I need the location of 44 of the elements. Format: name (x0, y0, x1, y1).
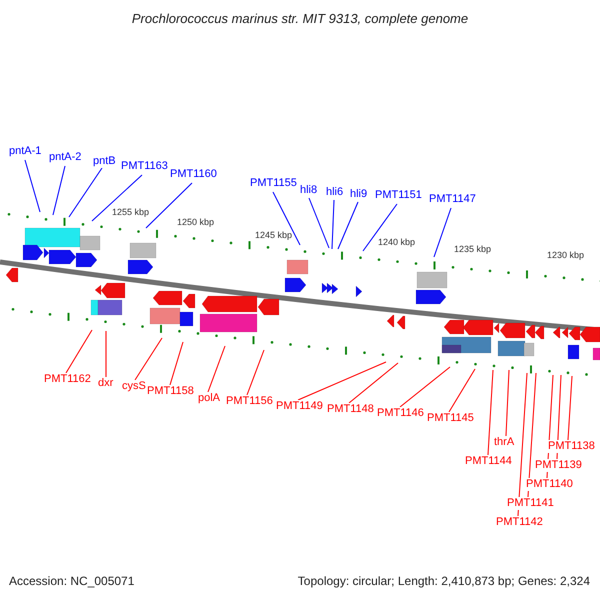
leader-line (170, 342, 184, 386)
leader-line (338, 202, 358, 250)
leader-line (146, 182, 192, 228)
gene-label: polA (198, 392, 220, 405)
leader-line (68, 168, 102, 218)
leader-line (528, 372, 536, 498)
leader-line (434, 208, 452, 258)
leader-line (362, 204, 398, 252)
gene-label: pntA-1 (9, 145, 42, 158)
gene-label: pntA-2 (49, 151, 82, 164)
gene-label: PMT1140 (526, 478, 573, 491)
leader-line (308, 198, 330, 248)
scale-label: 1245 kbp (255, 230, 292, 241)
leader-line (208, 346, 226, 392)
leader-line (488, 370, 494, 456)
leader-line (52, 166, 66, 216)
leader-line (568, 376, 572, 440)
genome-info-text: Topology: circular; Length: 2,410,873 bp; Genes: 2,324 (298, 574, 590, 588)
gene-label: PMT1139 (535, 459, 582, 472)
leader-line (66, 330, 92, 374)
scale-label: 1235 kbp (454, 244, 492, 255)
leader-line (556, 374, 562, 460)
leader-line (92, 174, 142, 222)
leader-line (272, 192, 300, 246)
gene-label: PMT1138 (548, 440, 595, 453)
scale-label: 1230 kbp (547, 250, 584, 261)
leader-line (246, 350, 264, 396)
scale-label: 1250 kbp (177, 217, 214, 228)
leader-line (134, 338, 162, 380)
leader-line (506, 370, 510, 436)
leader-line (298, 362, 386, 400)
leader-line (400, 366, 450, 408)
leader-line (332, 200, 334, 250)
diagram-title: Prochlorococcus marinus str. MIT 9313, complete genome (132, 10, 468, 28)
gene-label: PMT1141 (507, 497, 554, 510)
accession-text: Accession: NC_005071 (9, 574, 134, 588)
scale-label: 1255 kbp (112, 207, 150, 218)
gene-label: cysS (122, 380, 146, 393)
leader-line (518, 372, 528, 516)
leader-line (448, 368, 476, 412)
leader-line (348, 362, 398, 404)
leader-line (24, 160, 40, 212)
scale-label: 1240 kbp (378, 237, 416, 248)
gene-label: pntB (93, 155, 116, 168)
